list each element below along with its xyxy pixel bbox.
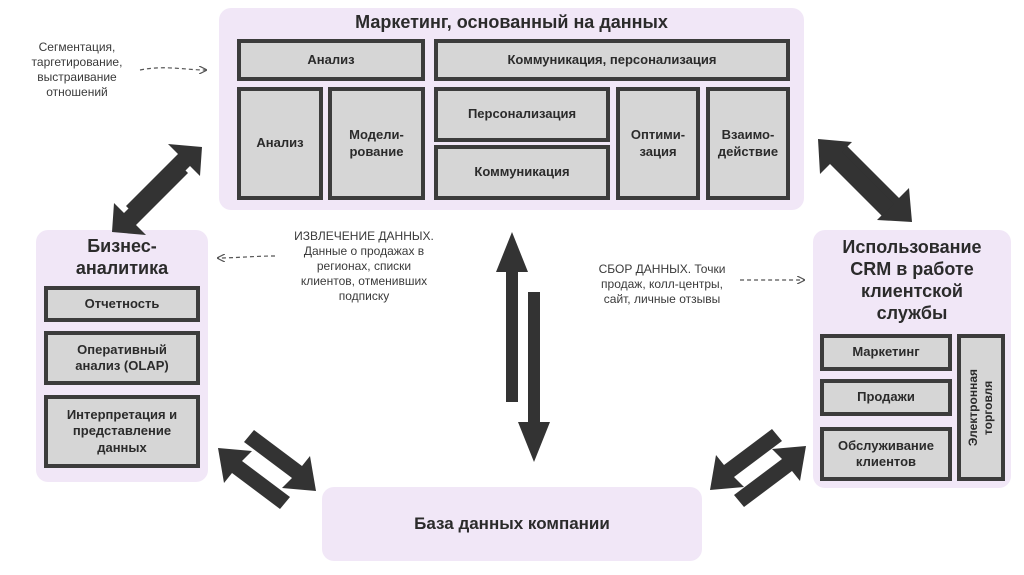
database-panel [322, 487, 702, 561]
analysis-box: Анализ [237, 87, 323, 200]
interpretation-box: Интерпретация и представление данных [44, 395, 200, 468]
communication-box: Коммуникация [434, 145, 610, 200]
interaction-box: Взаимо- действие [706, 87, 790, 200]
data-collection-note: СБОР ДАННЫХ. Точки продаж, колл-центры, … [598, 262, 726, 306]
crm-marketing-box: Маркетинг [820, 334, 952, 371]
arrow-database-to-crm [734, 446, 806, 507]
segmentation-dashed-arrow [139, 68, 206, 70]
personalization-box: Персонализация [434, 87, 610, 142]
arrow-bi-to-database [244, 430, 316, 491]
reporting-box: Отчетность [44, 286, 200, 322]
database-title: База данных компании [414, 514, 610, 533]
arrow-database-to-bi [218, 448, 290, 509]
modeling-box: Модели- рование [328, 87, 425, 200]
arrow-crm-to-database [710, 429, 782, 490]
crm-service-box: Обслуживание клиентов [820, 427, 952, 481]
bi-title: Бизнес- аналитика [75, 236, 169, 278]
analysis-header-box: Анализ [237, 39, 425, 81]
extraction-dashed-arrow [218, 256, 276, 258]
olap-box: Оперативный анализ (OLAP) [44, 331, 200, 385]
communication-personalization-header-box: Коммуникация, персонализация [434, 39, 790, 81]
arrow-crm-to-marketing [818, 139, 894, 216]
segmentation-note: Сегментация, таргетирование, выстраивани… [31, 40, 123, 99]
arrow-marketing-to-database [518, 292, 550, 462]
crm-sales-box: Продажи [820, 379, 952, 416]
crm-title: Использование CRM в работе клиентской сл… [842, 237, 982, 323]
marketing-title: Маркетинг, основанный на данных [355, 12, 668, 32]
arrow-database-to-marketing [496, 232, 528, 402]
crm-ecommerce-box: Электронная торговля [957, 334, 1005, 481]
optimization-box: Оптими- зация [616, 87, 700, 200]
data-extraction-note: ИЗВЛЕЧЕНИЕ ДАННЫХ. Данные о продажах в р… [294, 229, 434, 303]
arrow-marketing-to-bi [112, 161, 188, 235]
